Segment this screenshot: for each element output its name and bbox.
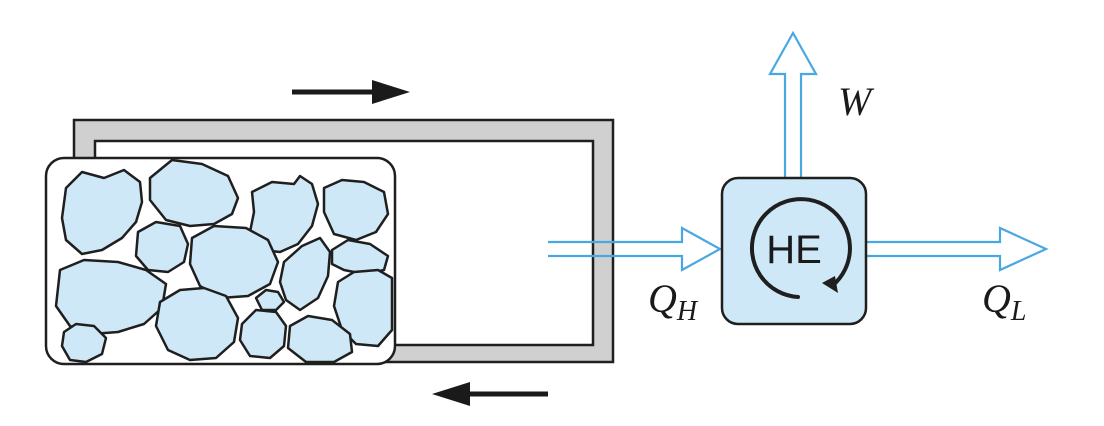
work-output-arrow	[768, 30, 818, 180]
ice-chunk	[60, 168, 144, 256]
ice-chunk	[134, 220, 190, 274]
ice-chunks	[54, 158, 394, 364]
heat-engine: HE	[720, 176, 868, 326]
flow-direction-arrow-top	[292, 80, 410, 104]
flow-direction-arrow-bottom	[432, 382, 548, 406]
ice-chunk	[54, 258, 168, 336]
ice-chunk	[322, 178, 390, 242]
heat-input-label-sub: H	[676, 296, 699, 327]
ice-chunk	[278, 236, 332, 312]
cycle-arc-icon	[749, 197, 852, 299]
ice-chunk	[188, 224, 280, 300]
ice-chunk	[148, 158, 240, 228]
ice-chunk	[60, 322, 108, 364]
heat-output-label-main: Q	[982, 276, 1011, 321]
ice-chunk	[286, 314, 354, 364]
heat-input-arrow	[548, 226, 723, 272]
heat-input-label-main: Q	[648, 276, 677, 321]
heat-output-label: QL	[982, 276, 1026, 327]
ice-chunk	[154, 286, 240, 362]
cycle-arrowhead-icon	[822, 276, 838, 293]
ice-chunk	[330, 238, 390, 276]
ice-chunk	[332, 268, 394, 348]
engine-label: HE	[766, 228, 822, 272]
heat-output-arrow	[865, 226, 1049, 272]
heat-output-label-sub: L	[1010, 296, 1027, 327]
heat-input-label: QH	[648, 276, 699, 327]
ice-chunk	[238, 308, 288, 360]
work-label: W	[838, 79, 875, 124]
